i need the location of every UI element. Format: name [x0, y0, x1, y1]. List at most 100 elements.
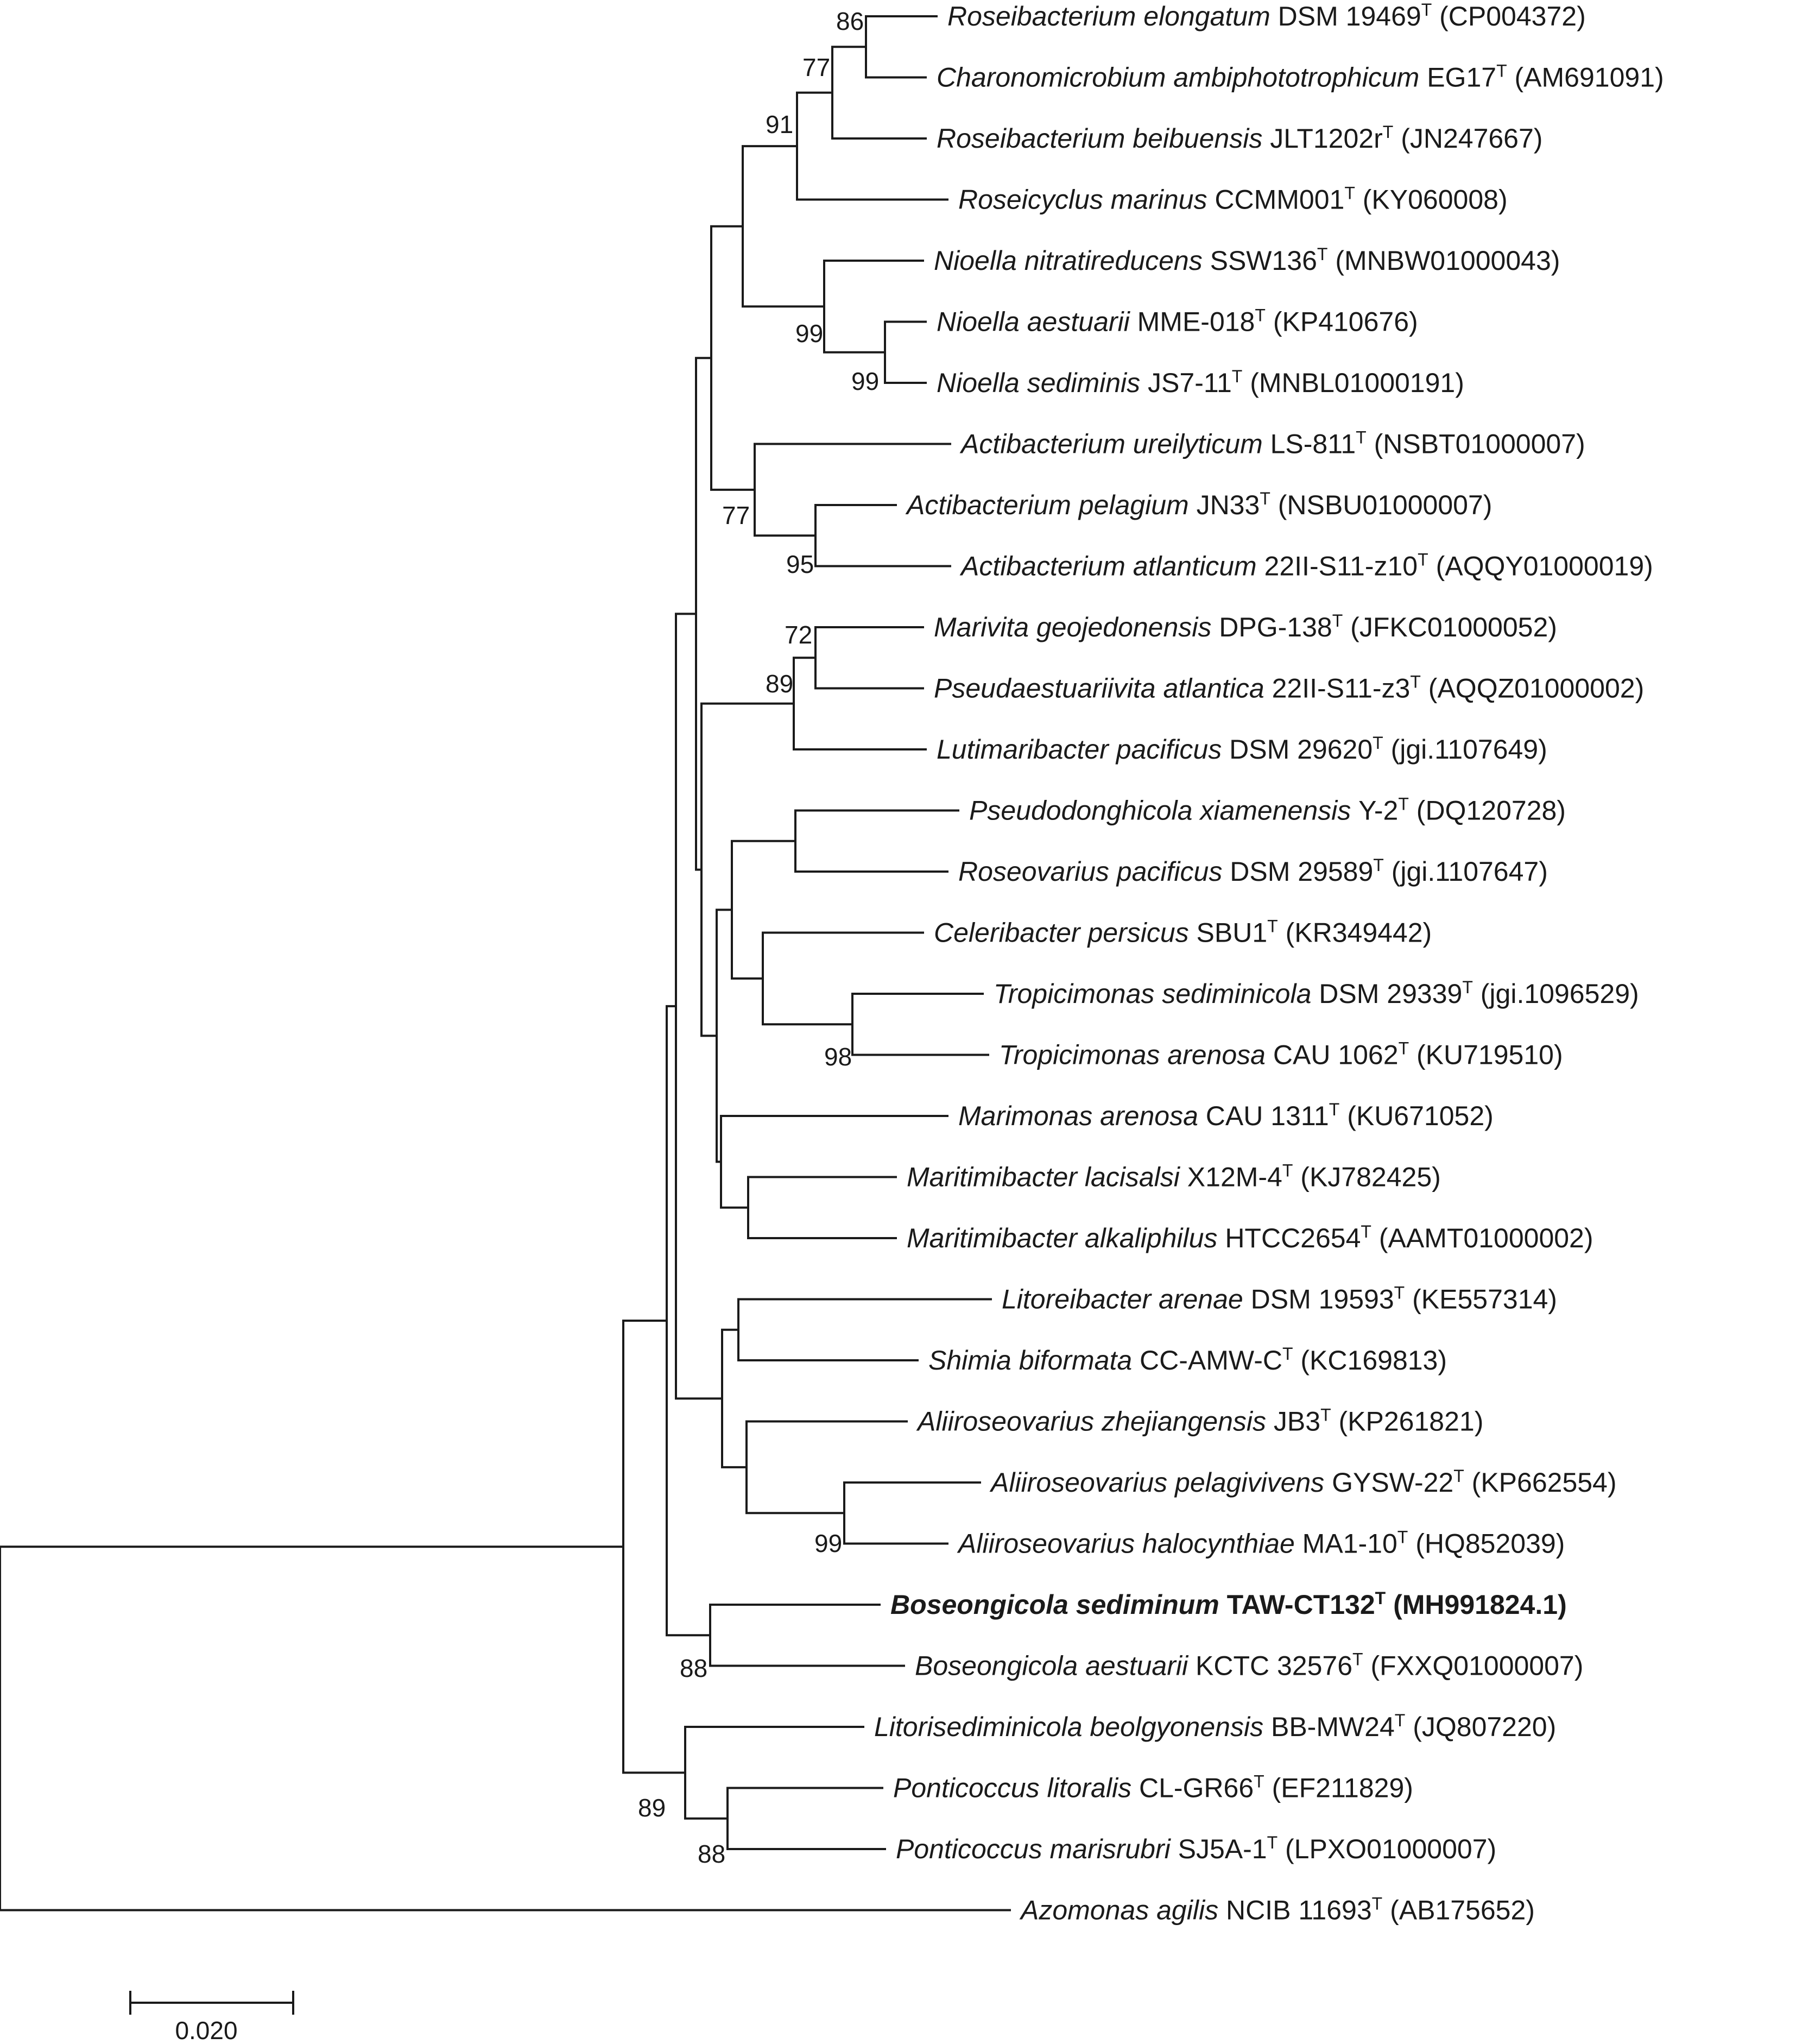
bootstrap-value: 91 [766, 110, 793, 138]
taxon-label: Roseovarius pacificus DSM 29589T (jgi.11… [958, 855, 1548, 887]
species-name: Tropicimonas arenosa [999, 1040, 1273, 1070]
type-strain-mark: T [1320, 1405, 1331, 1425]
clade-branch [709, 1604, 905, 1667]
species-name: Charonomicrobium ambiphototrophicum [937, 62, 1427, 93]
strain-id: DSM 19469 [1278, 1, 1421, 31]
species-name: Pseudaestuariivita atlantica [934, 673, 1272, 704]
taxon-label: Marimonas arenosa CAU 1311T (KU671052) [958, 1100, 1494, 1131]
taxon-label: Roseicyclus marinus CCMM001T (KY060008) [958, 184, 1508, 215]
taxon-label: Actibacterium ureilyticum LS-811T (NSBT0… [959, 428, 1585, 459]
clade-branch [794, 809, 959, 873]
accession-number: (KR349442) [1278, 918, 1432, 948]
bootstrap-value: 72 [785, 621, 812, 649]
type-strain-mark: T [1255, 306, 1266, 325]
bootstrap-value: 88 [698, 1840, 725, 1868]
bootstrap-value: 77 [802, 53, 830, 81]
clade-branch [793, 657, 927, 750]
taxon-label: Litoreibacter arenae DSM 19593T (KE55731… [1002, 1283, 1557, 1315]
accession-number: (AQQY01000019) [1428, 551, 1653, 582]
taxon-label: Litorisediminicola beolgyonensis BB-MW24… [874, 1711, 1556, 1742]
clade-branch [747, 1176, 897, 1239]
species-name: Aliiroseovarius pelagivivens [989, 1467, 1332, 1498]
clade-branch [0, 1545, 1011, 1911]
strain-id: NCIB 11693 [1226, 1895, 1372, 1926]
strain-id: DSM 29339 [1319, 979, 1462, 1009]
clade-branch [851, 993, 989, 1056]
taxon-label: Aliiroseovarius pelagivivens GYSW-22T (K… [989, 1466, 1617, 1498]
strain-id: CL-GR66 [1139, 1773, 1254, 1803]
bootstrap-value: 99 [795, 319, 823, 348]
species-name: Tropicimonas sediminicola [994, 979, 1319, 1009]
bootstrap-value: 88 [680, 1654, 707, 1682]
species-name: Maritimibacter lacisalsi [907, 1162, 1187, 1193]
type-strain-mark: T [1254, 1772, 1264, 1791]
species-name: Nioella aestuarii [937, 307, 1137, 337]
tree-branches [0, 15, 1011, 1911]
species-name: Aliiroseovarius zhejiangensis [916, 1406, 1274, 1437]
type-strain-mark: T [1397, 1528, 1408, 1547]
species-name: Lutimaribacter pacificus [937, 734, 1229, 765]
species-name: Azomonas agilis [1019, 1895, 1226, 1926]
strain-id: JS7-11 [1148, 368, 1232, 398]
strain-id: MA1-10 [1302, 1529, 1397, 1559]
accession-number: (FXXQ01000007) [1363, 1651, 1584, 1681]
type-strain-mark: T [1372, 1894, 1383, 1914]
bootstrap-value: 77 [722, 501, 750, 529]
taxon-label: Lutimaribacter pacificus DSM 29620T (jgi… [937, 733, 1547, 765]
species-name: Actibacterium ureilyticum [959, 429, 1270, 459]
species-name: Nioella nitratireducens [934, 245, 1210, 276]
taxon-label: Aliiroseovarius halocynthiae MA1-10T (HQ… [957, 1528, 1565, 1559]
strain-id: LS-811 [1270, 429, 1356, 459]
species-name: Ponticoccus litoralis [893, 1773, 1139, 1803]
accession-number: (CP004372) [1432, 1, 1586, 31]
species-name: Marimonas arenosa [958, 1101, 1206, 1131]
taxon-label: Aliiroseovarius zhejiangensis JB3T (KP26… [916, 1405, 1483, 1437]
species-name: Marivita geojedonensis [934, 612, 1219, 642]
type-strain-mark: T [1267, 917, 1278, 936]
accession-number: (EF211829) [1264, 1773, 1413, 1803]
clade-branch [742, 145, 825, 308]
type-strain-mark: T [1317, 244, 1328, 264]
species-name: Maritimibacter alkaliphilus [907, 1223, 1225, 1253]
scale-bar-label: 0.020 [175, 2016, 237, 2044]
accession-number: (AAMT01000002) [1371, 1223, 1593, 1253]
species-name: Nioella sediminis [937, 368, 1148, 398]
type-strain-mark: T [1373, 733, 1383, 753]
type-strain-mark: T [1453, 1466, 1464, 1486]
type-strain-mark: T [1260, 489, 1270, 508]
accession-number: (AQQZ01000002) [1421, 673, 1644, 704]
type-strain-mark: T [1394, 1283, 1405, 1303]
strain-id: DSM 29589 [1230, 856, 1373, 887]
taxon-label: Roseibacterium elongatum DSM 19469T (CP0… [947, 0, 1586, 31]
bootstrap-value: 99 [814, 1529, 842, 1557]
strain-id: Y-2 [1358, 796, 1398, 826]
clade-branch [762, 931, 924, 1026]
accession-number: (KU671052) [1339, 1101, 1494, 1131]
type-strain-mark: T [1421, 0, 1432, 20]
accession-number: (AB175652) [1382, 1895, 1535, 1926]
taxon-label: Actibacterium pelagium JN33T (NSBU010000… [905, 489, 1492, 520]
type-strain-mark: T [1232, 367, 1243, 386]
accession-number: (JN247667) [1393, 123, 1542, 154]
clade-branch [831, 46, 927, 140]
accession-number: (KY060008) [1355, 185, 1508, 215]
accession-number: (KE557314) [1405, 1284, 1557, 1315]
species-name: Boseongicola aestuarii [915, 1651, 1196, 1681]
clade-branch [675, 613, 723, 1400]
species-name: Roseovarius pacificus [958, 856, 1230, 887]
type-strain-mark: T [1383, 122, 1394, 142]
species-name: Pseudodonghicola xiamenensis [969, 796, 1358, 826]
type-strain-mark: T [1375, 1588, 1386, 1608]
accession-number: (JQ807220) [1405, 1712, 1556, 1742]
taxon-label: Boseongicola aestuarii KCTC 32576T (FXXQ… [915, 1650, 1583, 1681]
bootstrap-value: 86 [836, 7, 864, 35]
type-strain-mark: T [1373, 855, 1384, 875]
strain-id: KCTC 32576 [1196, 1651, 1352, 1681]
taxon-label: Celeribacter persicus SBU1T (KR349442) [934, 917, 1432, 948]
type-strain-mark: T [1462, 977, 1473, 997]
accession-number: (KP410676) [1266, 307, 1418, 337]
clade-branch [884, 320, 927, 384]
taxon-label: Pseudaestuariivita atlantica 22II-S11-z3… [934, 672, 1644, 704]
taxon-label: Roseibacterium beibuensis JLT1202rT (JN2… [937, 122, 1542, 154]
